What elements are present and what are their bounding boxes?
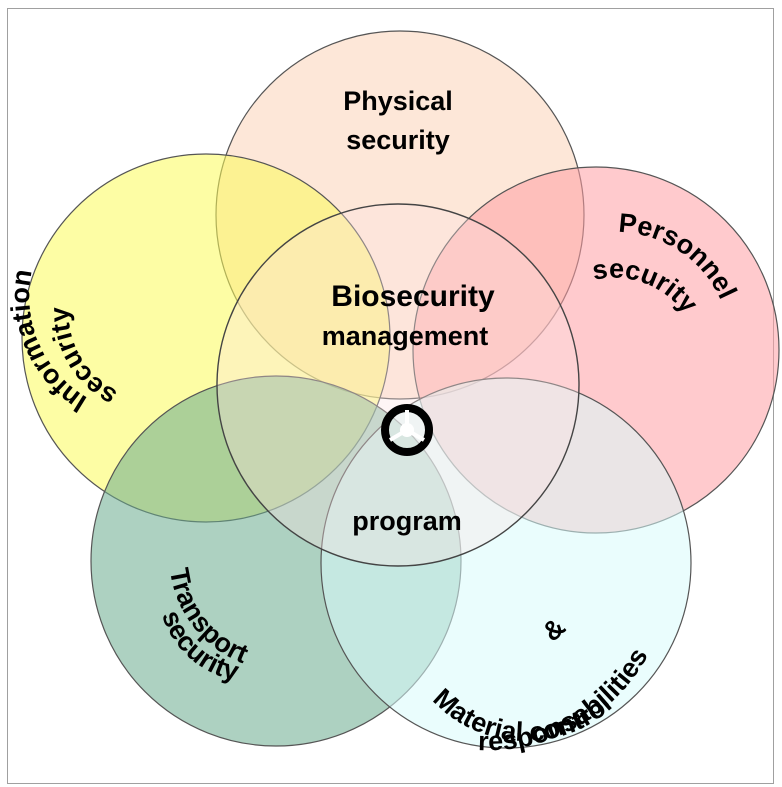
physical-security-label-line2: security <box>346 125 450 155</box>
center-subtitle: management <box>322 321 489 351</box>
center-bottom-label: program <box>352 506 462 536</box>
biohazard-icon <box>323 340 491 494</box>
physical-security-label-line1: Physical <box>343 86 453 116</box>
biosecurity-center-circle <box>216 203 580 567</box>
center-title: Biosecurity <box>331 280 495 313</box>
material-control-circle <box>320 377 692 749</box>
